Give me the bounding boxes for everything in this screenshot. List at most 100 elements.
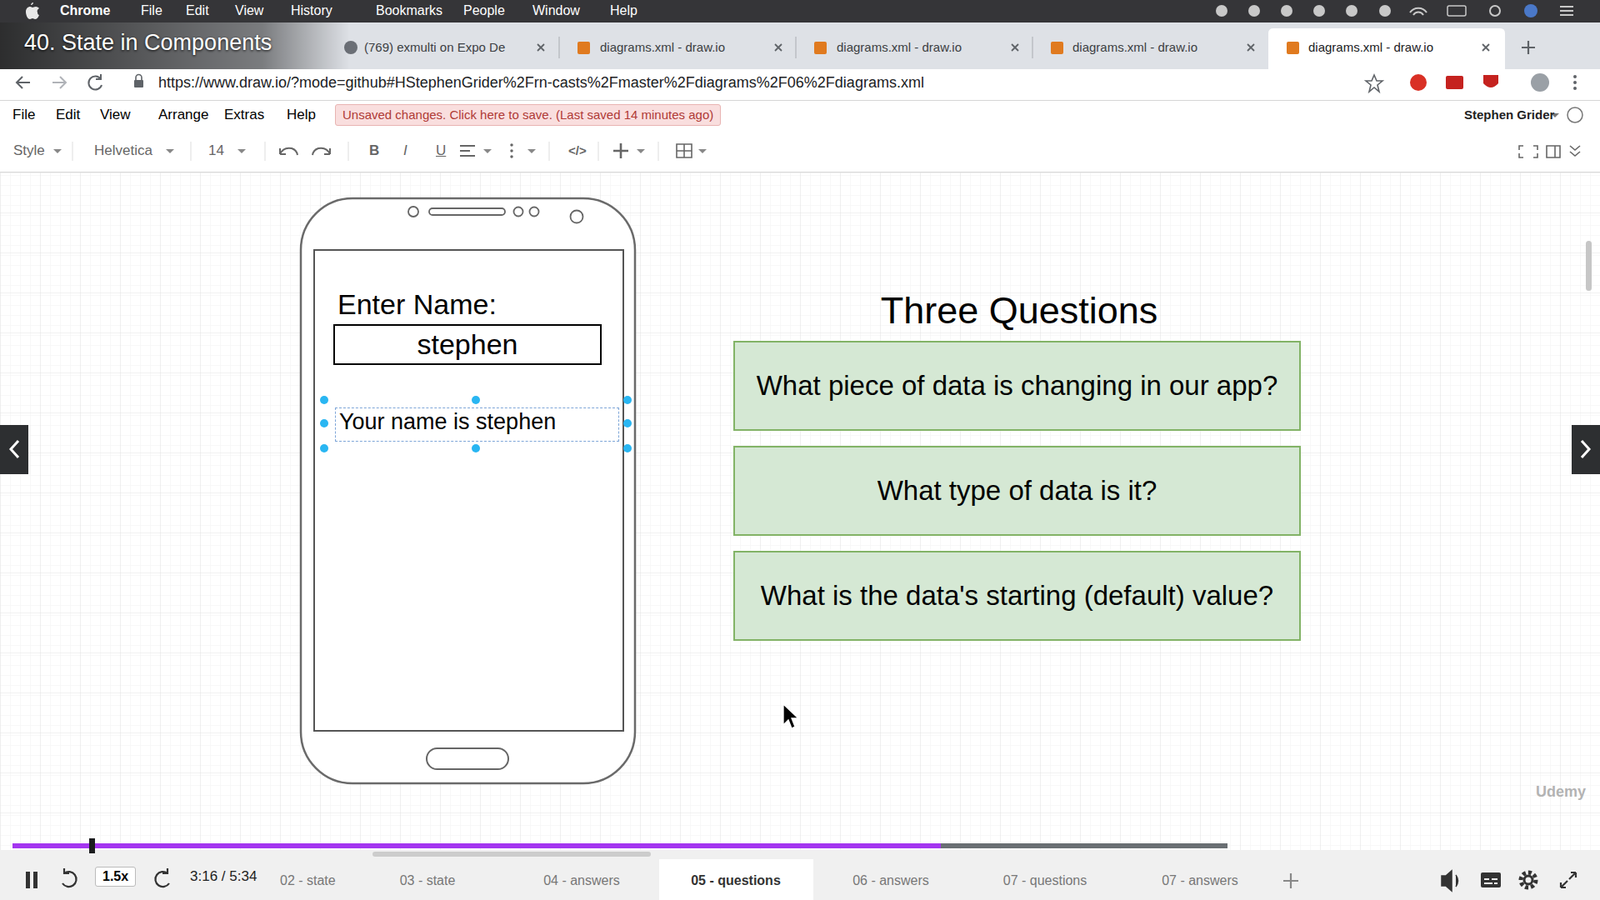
app-menu-item: Arrange	[158, 106, 209, 124]
dropdown-arrow	[636, 149, 645, 154]
tab-title: diagrams.xml - draw.io	[1308, 40, 1434, 55]
settings-button	[1524, 875, 1533, 885]
page-tab: 05 - questions	[690, 872, 781, 889]
status-icon	[1215, 5, 1228, 17]
toolbar-separator	[348, 141, 350, 161]
new-tab-button	[1521, 40, 1535, 55]
menu-item: History	[290, 2, 333, 19]
pause-button	[25, 871, 30, 889]
fullscreen-button	[1519, 145, 1538, 158]
settings-button	[1520, 872, 1536, 888]
phone-sensor	[514, 207, 524, 217]
user-name: Stephen Grider	[1464, 107, 1555, 123]
dropdown-arrow	[483, 149, 492, 154]
next-lecture-button	[1571, 425, 1600, 475]
toolbar-separator	[190, 141, 192, 161]
mouse-pointer	[783, 704, 799, 729]
app-menu-item: View	[100, 106, 131, 124]
menu-item: File	[140, 2, 163, 19]
forward-button	[155, 868, 170, 887]
format-panel-button	[1546, 145, 1560, 158]
tab-separator	[795, 36, 797, 59]
selection-handle	[471, 395, 480, 405]
question-box: What is the data's starting (default) va…	[733, 550, 1301, 641]
status-icon	[1379, 5, 1391, 17]
video-time: 3:16 / 5:34	[190, 868, 257, 885]
app-menu-item: Edit	[55, 106, 80, 124]
active-tab	[1268, 28, 1505, 70]
rewind-button	[62, 868, 77, 887]
menu-item: Help	[610, 2, 638, 19]
html-button: </>	[568, 143, 587, 159]
tab-close	[537, 44, 545, 51]
profile-avatar	[1530, 73, 1550, 92]
phone-camera	[570, 210, 584, 224]
tab-close	[1482, 44, 1490, 51]
phone-body	[300, 198, 635, 784]
video-title-shade	[0, 22, 350, 70]
node-text: What piece of data is changing in our ap…	[756, 369, 1279, 403]
phone-sensor	[408, 206, 419, 217]
tab-favicon	[814, 41, 827, 55]
format-button	[510, 145, 514, 157]
node-text: stephen	[417, 327, 519, 362]
phone-sensor	[530, 207, 540, 217]
toolbar-separator	[658, 141, 660, 161]
apple-logo	[25, 2, 40, 20]
tab-bar	[0, 22, 1600, 70]
collapse-button	[1570, 145, 1580, 156]
captions-button	[1480, 872, 1501, 888]
menu-bar	[0, 0, 1600, 23]
app-menu-item: Help	[286, 106, 316, 124]
battery-icon	[1447, 5, 1466, 16]
toolbar-separator	[265, 141, 266, 161]
drawio-header	[0, 100, 1600, 173]
playback-speed: 1.5x	[95, 866, 136, 886]
table-button	[676, 144, 692, 158]
address-bar	[0, 69, 1600, 101]
tab-favicon	[577, 41, 590, 55]
tab-favicon	[1050, 41, 1064, 55]
unsaved-notice: Unsaved changes. Click here to save. (La…	[335, 104, 721, 126]
node-text: What is the data's starting (default) va…	[760, 579, 1274, 613]
page-url: https://www.draw.io/?mode=github#HStephe…	[158, 74, 925, 93]
phone-home-button	[426, 748, 509, 770]
menu-item: Edit	[185, 2, 210, 19]
page-tab: 07 - questions	[1003, 872, 1088, 889]
toolbar-separator	[598, 141, 600, 161]
page-tab: 02 - state	[280, 872, 336, 889]
status-icon	[1280, 5, 1293, 17]
style-dropdown: Style	[13, 142, 45, 160]
insert-button	[613, 143, 629, 159]
selection-handle	[623, 444, 632, 453]
selection-handle	[623, 419, 632, 428]
align-button	[460, 145, 475, 156]
font-dropdown: Helvetica	[94, 142, 153, 160]
progress-track	[12, 843, 1228, 849]
next-chevron	[1581, 440, 1590, 458]
progress-scrubber	[89, 838, 95, 854]
menu-item: Bookmarks	[375, 2, 443, 19]
redo-button	[312, 148, 330, 155]
toolbar-border	[0, 171, 1600, 173]
phone-screen	[314, 250, 624, 731]
selected-text-shape: Your name is stephen	[335, 407, 620, 442]
video-title: 40. State in Components	[24, 29, 272, 56]
extension-icon	[1445, 75, 1464, 90]
app-menu-item: Extras	[224, 106, 265, 124]
extension-icon	[1483, 75, 1499, 88]
page-tab: 06 - answers	[852, 872, 930, 889]
canvas	[0, 172, 1600, 850]
prev-chevron	[10, 440, 19, 458]
underline-button: U	[435, 142, 446, 160]
page-tab-strip	[0, 850, 1600, 900]
node-text: What type of data is it?	[877, 474, 1158, 508]
node-text: Your name is stephen	[339, 408, 556, 435]
question-box: What piece of data is changing in our ap…	[733, 340, 1301, 431]
tab-title: diagrams.xml - draw.io	[836, 40, 962, 55]
extension-icon	[1410, 74, 1427, 91]
tab-title: diagrams.xml - draw.io	[600, 40, 725, 55]
text-input-box: stephen	[333, 324, 602, 365]
page-tab: 07 - answers	[1161, 872, 1239, 889]
address-bar-border	[0, 100, 1600, 101]
